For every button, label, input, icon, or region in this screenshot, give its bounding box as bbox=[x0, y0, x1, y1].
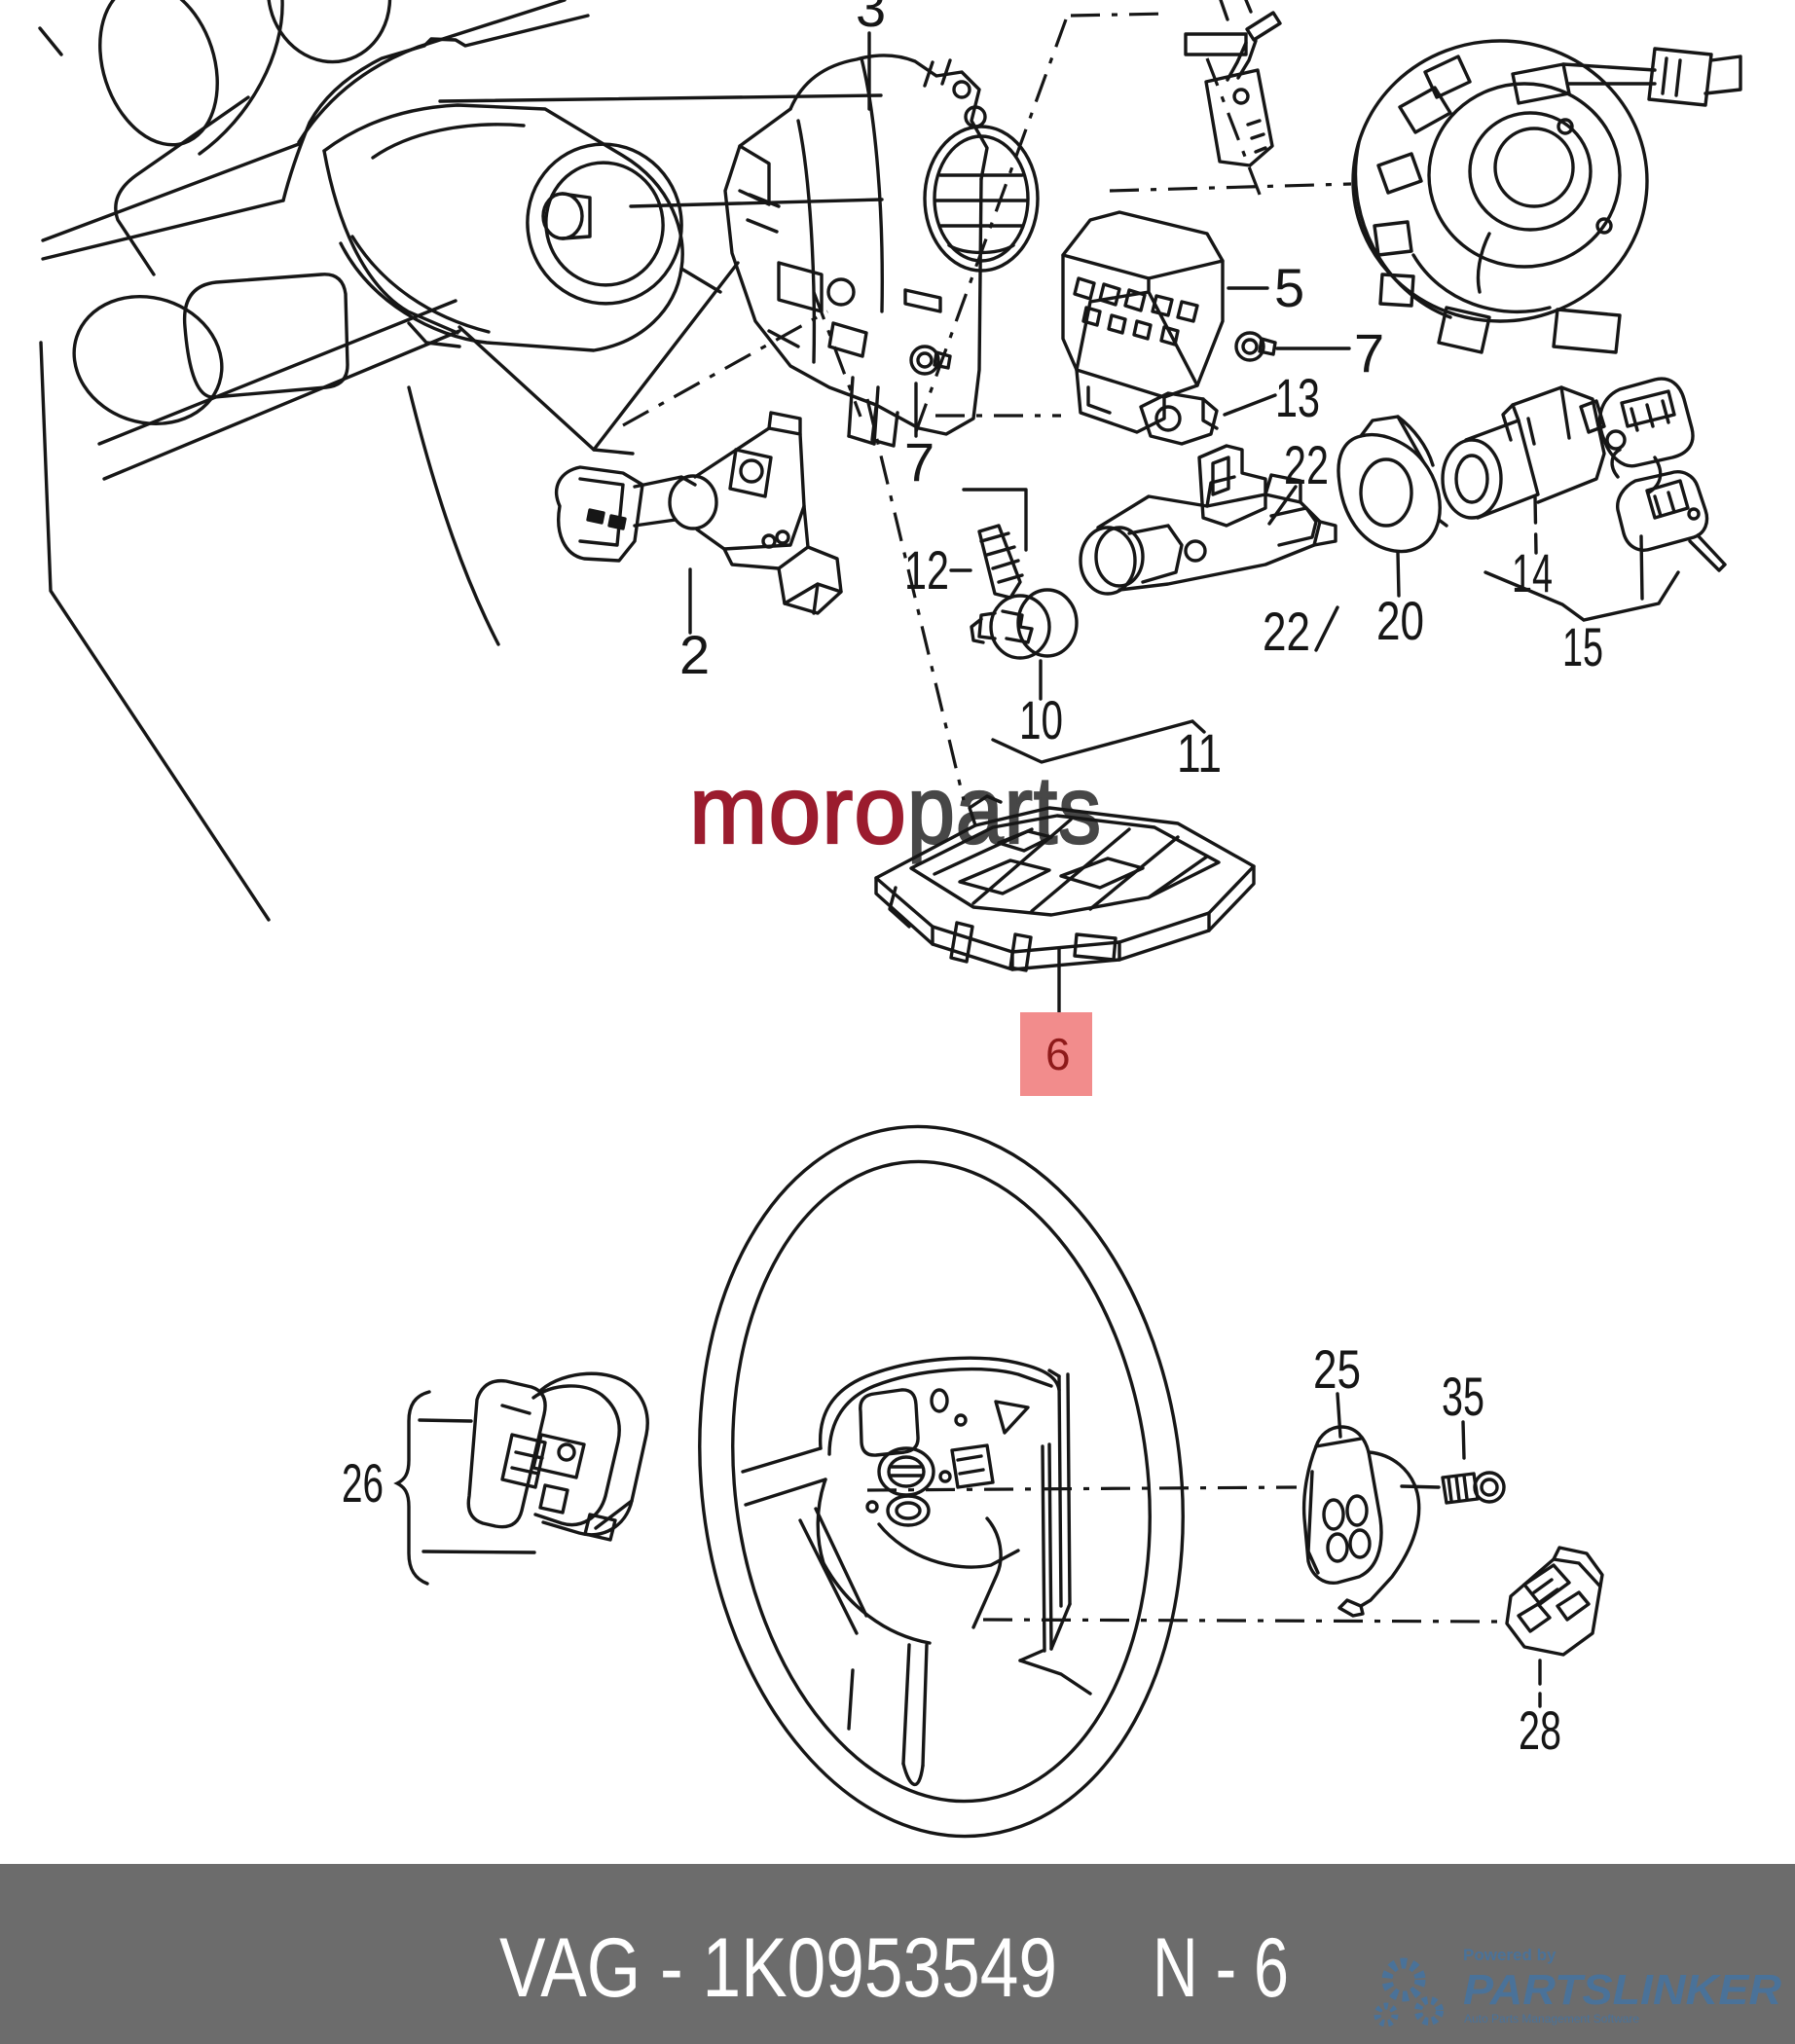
svg-text:20: 20 bbox=[1376, 590, 1424, 651]
svg-text:22: 22 bbox=[1284, 434, 1329, 495]
svg-text:3: 3 bbox=[856, 0, 886, 38]
svg-text:VAG - 1K0953549: VAG - 1K0953549 bbox=[499, 1921, 1057, 2015]
svg-text:11: 11 bbox=[1177, 722, 1222, 784]
svg-text:28: 28 bbox=[1519, 1699, 1561, 1761]
svg-text:7: 7 bbox=[904, 431, 934, 493]
svg-text:35: 35 bbox=[1442, 1366, 1484, 1427]
svg-text:N - 6: N - 6 bbox=[1153, 1921, 1289, 2015]
svg-text:10: 10 bbox=[1019, 689, 1063, 750]
svg-text:15: 15 bbox=[1562, 616, 1603, 677]
svg-text:13: 13 bbox=[1275, 367, 1320, 428]
svg-text:moro: moro bbox=[689, 756, 907, 863]
svg-text:12: 12 bbox=[904, 539, 949, 601]
svg-text:Powered by: Powered by bbox=[1463, 1946, 1557, 1964]
svg-text:PARTSLINKER: PARTSLINKER bbox=[1463, 1966, 1781, 2014]
svg-text:14: 14 bbox=[1512, 542, 1553, 603]
svg-text:22: 22 bbox=[1263, 601, 1310, 662]
svg-text:26: 26 bbox=[342, 1452, 384, 1514]
svg-text:25: 25 bbox=[1313, 1338, 1361, 1400]
svg-text:6: 6 bbox=[1045, 1029, 1071, 1079]
svg-text:5: 5 bbox=[1274, 257, 1304, 318]
svg-text:Auto Parts Management Software: Auto Parts Management Software bbox=[1464, 2012, 1639, 2026]
svg-text:2: 2 bbox=[679, 624, 710, 685]
svg-text:7: 7 bbox=[1354, 322, 1384, 383]
